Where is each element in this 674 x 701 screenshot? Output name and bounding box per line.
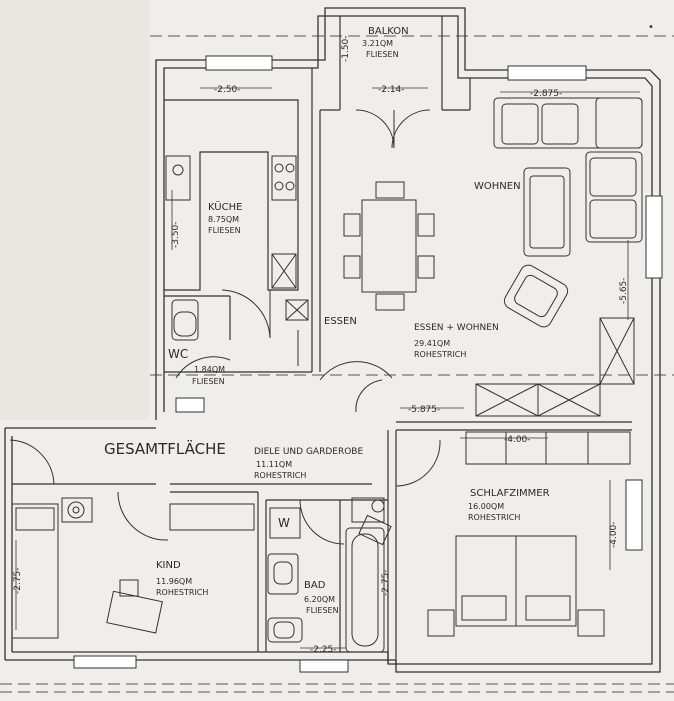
door-swings xyxy=(9,109,441,545)
dim-schlaf-height: -4.00- xyxy=(609,521,619,548)
bad-floor: FLIESEN xyxy=(306,606,339,615)
balkon-area: 3.21QM xyxy=(362,39,393,48)
dim-wohnen-height: -5.65- xyxy=(619,277,629,304)
wc-floor: FLIESEN xyxy=(192,377,225,386)
diele-floor: ROHESTRICH xyxy=(254,471,306,480)
wc-name: WC xyxy=(168,347,188,361)
windows xyxy=(73,55,663,673)
dim-kueche-height: -3.50- xyxy=(171,221,181,248)
dining-set xyxy=(343,181,435,311)
dim-balkon-height: -1.50- xyxy=(341,35,351,62)
schlafzimmer-area: 16.00QM xyxy=(468,502,504,511)
dimension-lines xyxy=(15,87,640,649)
schlafzimmer-name: SCHLAFZIMMER xyxy=(470,488,550,499)
kind-floor: ROHESTRICH xyxy=(156,588,208,597)
sofa-set xyxy=(493,97,643,328)
essen-wohnen-area: 29.41QM xyxy=(414,339,450,348)
dim-wohnen-width: -2.875- xyxy=(530,89,562,99)
dashed-guidelines xyxy=(0,35,674,693)
balkon-name: BALKON xyxy=(368,26,409,37)
kind-name: KIND xyxy=(156,560,181,571)
diele-name: DIELE UND GARDEROBE xyxy=(254,447,363,457)
wc-fixtures xyxy=(171,299,199,341)
diele-area: 11.11QM xyxy=(256,460,292,469)
bad-name: BAD xyxy=(304,580,326,591)
interior-walls xyxy=(12,16,632,664)
essen-wohnen-floor: ROHESTRICH xyxy=(414,350,466,359)
kitchen-fixtures xyxy=(165,155,309,366)
gesamtflaeche-label: GESAMTFLÄCHE xyxy=(104,439,226,458)
essen-name: ESSEN xyxy=(324,316,357,327)
kueche-area: 8.75QM xyxy=(208,215,239,224)
dim-schlaf-width: -4.00- xyxy=(504,435,531,445)
dim-balkon-width: -2.14- xyxy=(378,85,405,95)
bad-area: 6.20QM xyxy=(304,595,335,604)
wohnen-name: WOHNEN xyxy=(474,181,521,192)
stray-mark-icon: • xyxy=(648,22,654,33)
dim-kind-height: -2.75- xyxy=(13,567,23,594)
dim-essen-width: -5.875- xyxy=(408,405,440,415)
kids-room-furniture xyxy=(11,497,255,639)
washer-label: W xyxy=(278,516,290,530)
dim-bad-width: -2.25- xyxy=(310,645,337,655)
balkon-floor: FLIESEN xyxy=(366,50,399,59)
schlafzimmer-floor: ROHESTRICH xyxy=(468,513,520,522)
paper-sheet xyxy=(0,0,154,420)
double-bed xyxy=(427,535,605,637)
essen-wohnen-name: ESSEN + WOHNEN xyxy=(414,323,499,333)
wc-area: 1.84QM xyxy=(194,365,225,374)
kueche-name: KÜCHE xyxy=(208,200,242,213)
dim-bad-height: -2.75- xyxy=(381,569,391,596)
cabinets xyxy=(465,317,635,465)
dim-kueche-width: -2.50- xyxy=(214,85,241,95)
kind-area: 11.96QM xyxy=(156,577,192,586)
kueche-floor: FLIESEN xyxy=(208,226,241,235)
